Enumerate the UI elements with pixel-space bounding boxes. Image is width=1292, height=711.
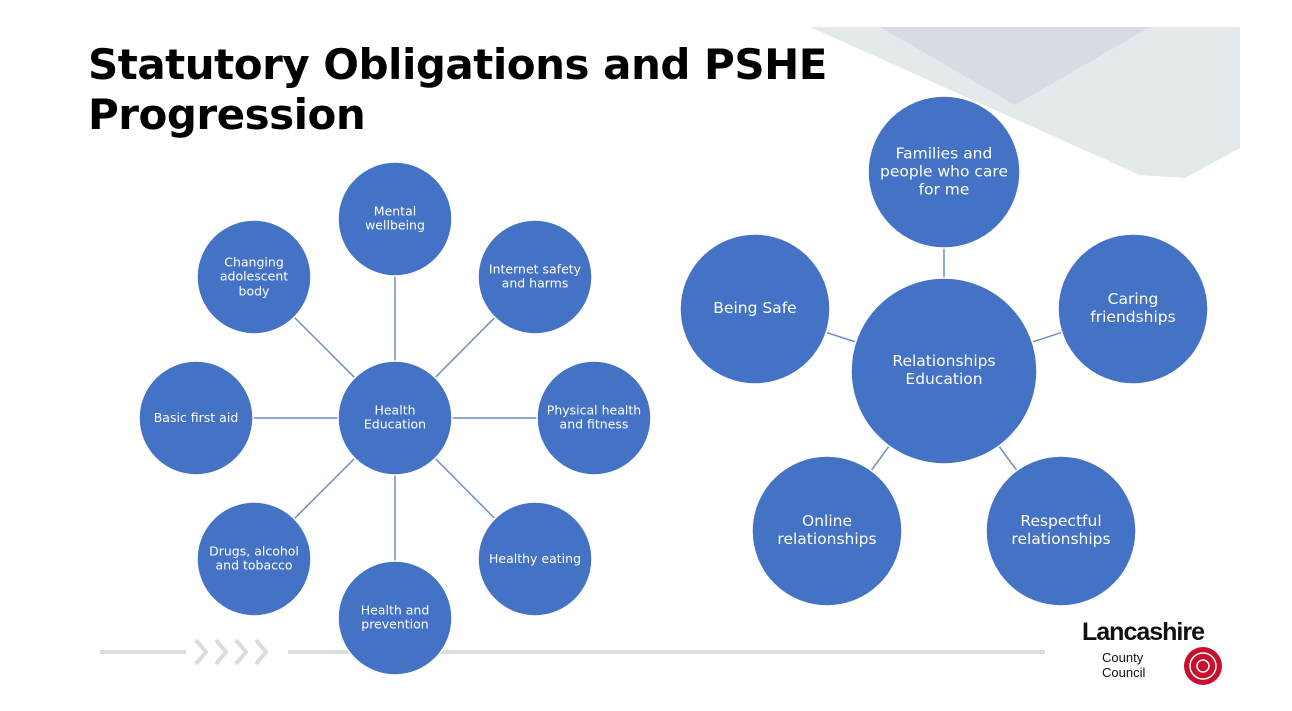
relationships-topic-label: Families and people who care for me bbox=[880, 144, 1008, 198]
health-topic-node bbox=[138, 360, 254, 476]
health-topic-label: Physical health and fitness bbox=[546, 402, 642, 432]
background-shape bbox=[810, 27, 1240, 178]
logo-sub-council: Council bbox=[1102, 665, 1146, 680]
relationships-center-node bbox=[850, 277, 1038, 465]
health-topic-node bbox=[196, 219, 312, 335]
health-topic-node bbox=[196, 501, 312, 617]
relationships-topic-label: Online relationships bbox=[777, 512, 877, 548]
lancashire-logo: Lancashire County Council bbox=[1082, 618, 1227, 693]
relationships-center-label: Relationships Education bbox=[892, 352, 996, 388]
health-topic-label: Changing adolescent body bbox=[219, 254, 289, 299]
relationships-topic-node bbox=[679, 233, 831, 385]
relationships-topic-label: Caring friendships bbox=[1090, 290, 1176, 326]
relationships-topic-node bbox=[985, 455, 1137, 607]
red-rose-icon bbox=[1184, 647, 1222, 685]
relationships-topic-node bbox=[867, 95, 1021, 249]
health-topic-label: Mental wellbeing bbox=[365, 203, 425, 233]
logo-sub-county: County bbox=[1102, 650, 1144, 665]
logo-name: Lancashire bbox=[1082, 618, 1205, 646]
health-topic-label: Healthy eating bbox=[489, 550, 581, 566]
relationships-topic-node bbox=[751, 455, 903, 607]
logo-subtitle: County Council bbox=[1102, 650, 1145, 680]
health-topic-node bbox=[337, 560, 453, 676]
health-topic-label: Basic first aid bbox=[153, 409, 239, 425]
health-center-node bbox=[337, 360, 453, 476]
health-topic-label: Internet safety and harms bbox=[488, 261, 582, 291]
health-topic-label: Drugs, alcohol and tobacco bbox=[209, 543, 299, 573]
chevron-arrows-icon bbox=[194, 638, 269, 666]
health-topic-node bbox=[536, 360, 652, 476]
relationships-topic-label: Being Safe bbox=[713, 299, 797, 318]
relationships-topic-node bbox=[1057, 233, 1209, 385]
health-topic-node bbox=[477, 501, 593, 617]
health-topic-node bbox=[477, 219, 593, 335]
relationships-topic-label: Respectful relationships bbox=[1011, 512, 1111, 548]
page-title: Statutory Obligations and PSHE Progressi… bbox=[88, 40, 827, 139]
health-center-label: Health Education bbox=[363, 402, 427, 432]
health-topic-node bbox=[337, 161, 453, 277]
health-topic-label: Health and prevention bbox=[360, 602, 430, 632]
